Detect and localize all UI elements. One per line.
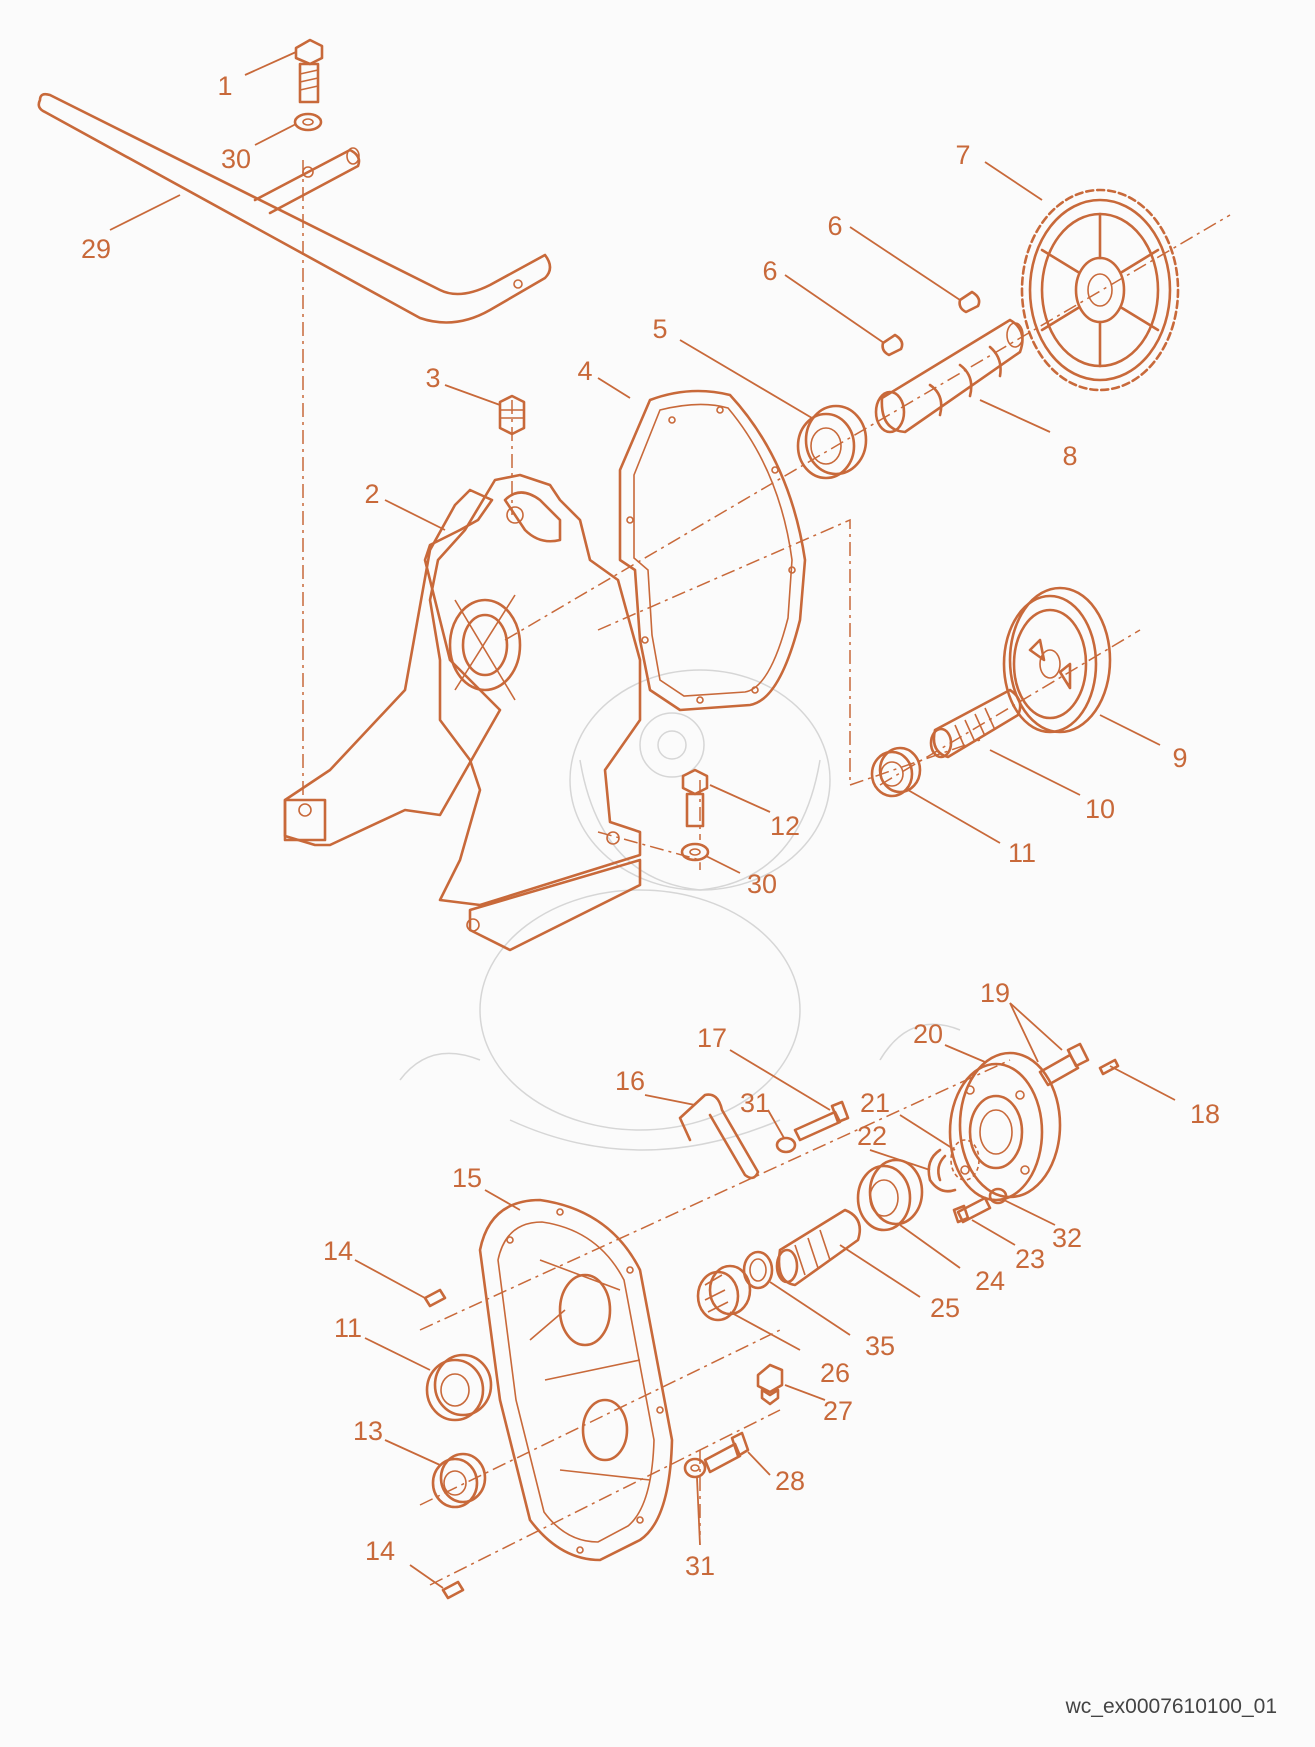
screw-part-23 (952, 1196, 992, 1224)
gear-part-7 (1020, 188, 1180, 392)
leader-lines (109, 51, 1176, 1589)
callout-label: 27 (823, 1396, 853, 1426)
callout-label: 19 (980, 978, 1010, 1008)
ring-part-35 (742, 1250, 774, 1290)
bolt-part-28 (703, 1431, 750, 1474)
callout-label: 35 (865, 1331, 895, 1361)
callout-label: 25 (930, 1293, 960, 1323)
callout-label: 2 (364, 479, 379, 509)
fitting-part-27 (756, 1363, 784, 1406)
callout-label: 16 (615, 1066, 645, 1096)
callout-label: 11 (334, 1313, 362, 1343)
callout-label: 9 (1172, 743, 1187, 773)
callout-label: 31 (685, 1551, 715, 1581)
callout-label: 22 (857, 1121, 887, 1151)
callout-label: 30 (747, 869, 777, 899)
callout-labels: 1 30 29 3 2 4 5 6 6 7 8 9 10 11 12 30 17… (81, 71, 1220, 1581)
washer-part-31-upper (775, 1136, 797, 1154)
callout-label: 32 (1052, 1223, 1082, 1253)
bolt-part-19 (1038, 1042, 1090, 1087)
callout-label: 12 (770, 811, 800, 841)
callout-label: 5 (652, 314, 667, 344)
splined-shaft-part-10 (929, 688, 1022, 759)
screw-part-17 (793, 1100, 850, 1142)
callout-label: 28 (775, 1466, 805, 1496)
washer-part-30-upper (293, 112, 323, 132)
bolt-part-1 (294, 38, 324, 104)
plug-part-3 (498, 394, 526, 436)
callout-label: 6 (762, 256, 777, 286)
flange-part-20 (948, 1051, 1062, 1202)
callout-label: 10 (1085, 794, 1115, 824)
callout-label: 21 (860, 1088, 890, 1118)
needle-bearing-part-26 (696, 1264, 752, 1322)
washer-part-30-middle (680, 842, 710, 862)
gasket-part-4 (618, 389, 807, 712)
pin-part-14-upper (423, 1288, 447, 1308)
cover-part-15 (478, 1198, 674, 1562)
lever-rod-part-29 (37, 92, 552, 324)
washer-part-32 (988, 1187, 1008, 1205)
callout-label: 8 (1062, 441, 1077, 471)
bearing-part-11-upper (870, 746, 922, 798)
key-part-6-lower (881, 333, 904, 357)
bearing-part-13 (431, 1452, 487, 1509)
housing-part-2 (283, 473, 642, 952)
pin-part-14-lower (441, 1580, 465, 1600)
pulley-part-9 (1002, 586, 1112, 734)
callout-label: 23 (1015, 1244, 1045, 1274)
callout-label: 13 (353, 1416, 383, 1446)
callout-label: 4 (577, 356, 592, 386)
pin-part-18 (1098, 1058, 1120, 1076)
callout-label: 7 (955, 140, 970, 170)
callout-label: 17 (697, 1023, 727, 1053)
bearing-part-5 (796, 404, 868, 480)
callout-label: 3 (425, 363, 440, 393)
splined-hub-part-25 (775, 1208, 862, 1287)
callout-label: 29 (81, 234, 111, 264)
callout-label: 30 (221, 144, 251, 174)
callout-label: 20 (913, 1019, 943, 1049)
callout-label: 6 (827, 211, 842, 241)
washer-part-31-lower (683, 1457, 707, 1479)
bearing-part-24 (856, 1158, 924, 1232)
snap-ring-part-22 (927, 1148, 957, 1193)
watermark-figure (399, 669, 961, 1151)
callout-label: 14 (323, 1236, 353, 1266)
callout-label: 18 (1190, 1099, 1220, 1129)
shaft-part-8 (874, 318, 1024, 434)
callout-label: 1 (217, 71, 232, 101)
bearing-part-11-lower (425, 1353, 493, 1422)
wire-part-16 (678, 1093, 760, 1180)
callout-label: 14 (365, 1536, 395, 1566)
bolt-part-12 (681, 768, 709, 828)
callout-label: 15 (452, 1163, 482, 1193)
callout-label: 11 (1008, 838, 1036, 868)
callout-label: 26 (820, 1358, 850, 1388)
key-part-6-upper (958, 290, 981, 314)
drawing-id-label: wc_ex0007610100_01 (1065, 1695, 1277, 1718)
callout-label: 31 (740, 1088, 770, 1118)
callout-label: 24 (975, 1266, 1005, 1296)
